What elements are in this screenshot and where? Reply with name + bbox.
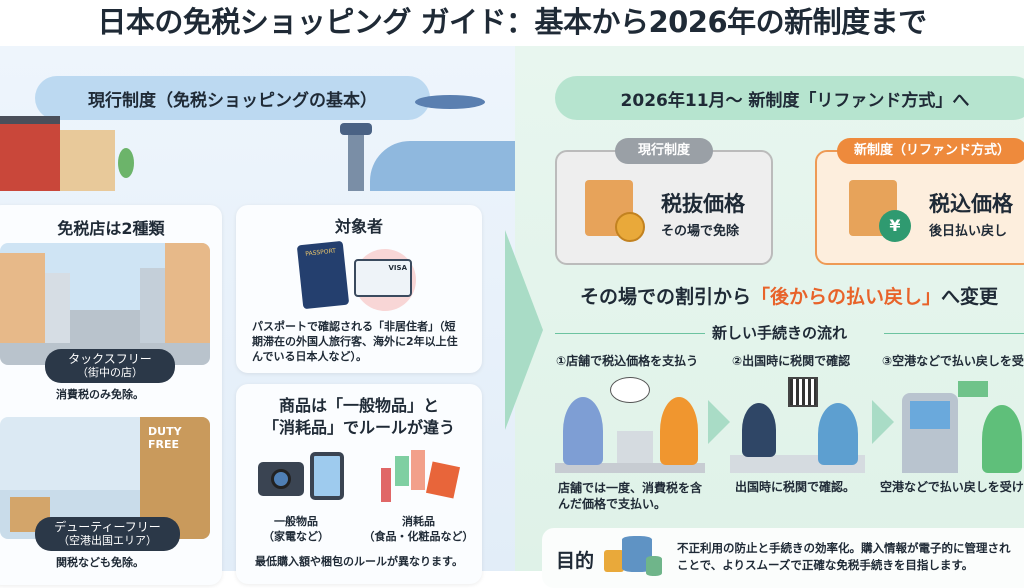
tax-free-desc: 消費税のみ免除。 [56, 388, 144, 401]
duty-free-sub: （空港出国エリア） [58, 534, 157, 547]
new-sub: 後日払い戻し [929, 224, 1008, 239]
step-1-title: ①店舗で税込価格を支払う [556, 354, 699, 368]
purpose-box: 目的 不正利用の防止と手続きの効率化。購入情報が電子的に管理され ことで、よりス… [542, 528, 1024, 588]
purpose-text: 不正利用の防止と手続きの効率化。購入情報が電子的に管理され [677, 541, 1011, 555]
duty-free-label: デューティーフリー [54, 520, 161, 534]
general-label: 一般物品 [274, 515, 318, 528]
purpose-label: 目的 [556, 550, 595, 572]
divider-line [884, 333, 1024, 334]
step-3-desc: 空港などで払い戻しを受け [880, 480, 1024, 494]
current-main: 税抜価格 [661, 192, 745, 216]
cosmetics-food-icon [381, 450, 461, 504]
flow-title: 新しい手続きの流れ [712, 324, 848, 342]
new-badge: 新制度（リファンド方式） [837, 138, 1024, 164]
camera-icon [258, 462, 304, 496]
step-3-title: ③空港などで払い戻しを受 [882, 354, 1024, 368]
tablet-icon [310, 452, 344, 500]
consumable-goods-label: 消耗品 （食品・化粧品など） [361, 514, 476, 544]
tax-free-sub: （街中の店） [77, 366, 143, 379]
headline-emphasis: 「後からの払い戻し」 [751, 286, 942, 308]
current-price-box: 現行制度 税抜価格 その場で免除 [555, 138, 773, 265]
step-1-desc: 店舗では一度、消費税を含んだ価格で支払い。 [558, 481, 703, 511]
street-scene-illustration [0, 243, 210, 365]
eligible-desc: パスポートで確認される「非居住者」（短期滞在の外国人旅行客、海外に2年以上住んで… [252, 320, 458, 363]
step-2-desc: 出国時に税関で確認。 [735, 480, 856, 494]
tax-free-label: タックスフリー [68, 352, 152, 366]
visa-card-icon: VISA [354, 259, 412, 297]
goods-title-1: 商品は「一般物品」と [278, 396, 439, 415]
shop-street-illustration [0, 108, 140, 193]
purpose-text-2: ことで、よりスムーズで正確な免税手続きを目指します。 [677, 558, 974, 572]
new-system-header: 2026年11月～ 新制度「リファンド方式」へ [555, 76, 1024, 120]
duty-free-tag: デューティーフリー （空港出国エリア） [35, 517, 180, 551]
duty-free-desc: 関税なども免除。 [56, 556, 144, 569]
shop-types-title: 免税店は2種類 [57, 219, 165, 238]
eligible-card: 対象者 PASSPORT VISA パスポートで確認される「非居住者」（短期滞在… [236, 205, 482, 373]
customs-check-illustration [730, 375, 865, 473]
headline-post: へ変更 [941, 286, 999, 308]
passport-icon: PASSPORT [296, 240, 350, 310]
step-arrow [708, 400, 730, 444]
goods-title-2: 「消耗品」でルールが違う [262, 418, 455, 437]
goods-card: 商品は「一般物品」と 「消耗品」でルールが違う 一般物品 （家電など） 消耗品 （食… [236, 384, 482, 584]
qr-code-icon [788, 377, 818, 407]
shop-types-card: 免税店は2種類 タックスフリー （街中の店） 消費税のみ免除。 DUTY FRE… [0, 205, 222, 585]
consumable-sub: （食品・化粧品など） [363, 530, 474, 543]
duty-free-sign: DUTY FREE [148, 425, 182, 451]
consumable-label: 消耗品 [402, 515, 435, 528]
store-payment-illustration [555, 375, 705, 473]
headline-pre: その場での割引から [580, 286, 752, 308]
visa-text: VISA [388, 264, 407, 272]
general-goods-label: 一般物品 （家電など） [246, 514, 346, 544]
lock-database-icon [604, 536, 664, 576]
new-price-box: 新制度（リファンド方式） ¥ 税込価格 後日払い戻し [815, 138, 1024, 265]
airport-illustration [320, 95, 515, 195]
change-headline: その場での割引から「後からの払い戻し」へ変更 [580, 282, 998, 309]
divider-line [555, 333, 705, 334]
new-system-panel [515, 46, 1024, 571]
goods-desc: 最低購入額や梱包のルールが異なります。 [255, 555, 463, 568]
shopping-bag-yen-icon: ¥ [849, 180, 911, 242]
current-sub: その場で免除 [661, 224, 740, 239]
yen-symbol: ¥ [879, 210, 911, 242]
eligible-title: 対象者 [334, 217, 383, 236]
step-arrow [872, 400, 894, 444]
new-main: 税込価格 [929, 192, 1013, 216]
shopping-bag-coin-icon [585, 180, 645, 242]
step-2-title: ②出国時に税関で確認 [732, 354, 851, 368]
refund-kiosk-illustration [898, 375, 1024, 473]
transition-arrow [505, 230, 543, 430]
current-system-header: 現行制度（免税ショッピングの基本） [35, 76, 430, 120]
passport-text: PASSPORT [305, 247, 337, 258]
page-title: 日本の免税ショッピング ガイド：基本から2026年の新制度まで [0, 0, 1024, 46]
general-sub: （家電など） [263, 530, 329, 543]
current-badge: 現行制度 [615, 138, 713, 164]
tax-free-tag: タックスフリー （街中の店） [45, 349, 175, 383]
